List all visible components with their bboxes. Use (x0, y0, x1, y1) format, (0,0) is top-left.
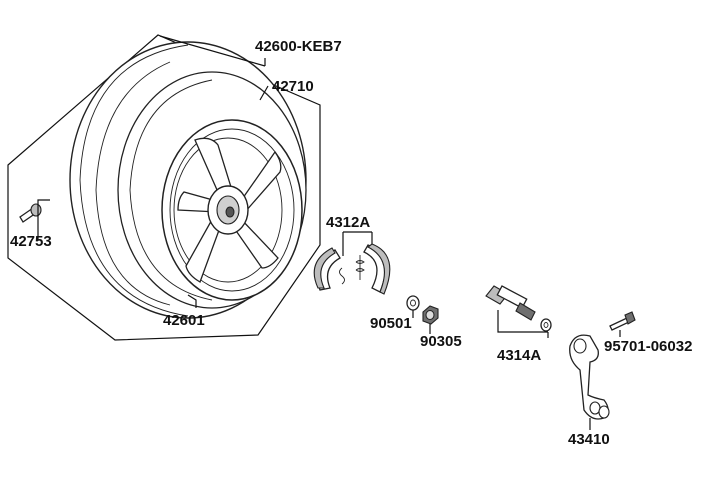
part-label-brake-shoe-set: 4312A (326, 214, 370, 231)
leader-lines (37, 35, 621, 430)
bolt-drawing (609, 311, 636, 331)
part-label-brake-cam: 4314A (497, 347, 541, 364)
brake-arm-drawing (569, 334, 610, 420)
brake-cam-drawing (485, 285, 552, 332)
part-label-valve: 42753 (10, 233, 52, 250)
rim-drawing (161, 119, 303, 301)
brake-shoe-drawing (313, 243, 391, 295)
part-label-brake-arm: 43410 (568, 431, 610, 448)
part-label-bolt: 95701-06032 (604, 338, 692, 355)
part-label-washer: 90501 (370, 315, 412, 332)
washer-drawing (406, 295, 420, 311)
part-label-rear-wheel-assy: 42600-KEB7 (255, 38, 342, 55)
part-label-rim: 42601 (163, 312, 205, 329)
part-label-nut: 90305 (420, 333, 462, 350)
nut-drawing (422, 305, 439, 325)
part-label-tire: 42710 (272, 78, 314, 95)
